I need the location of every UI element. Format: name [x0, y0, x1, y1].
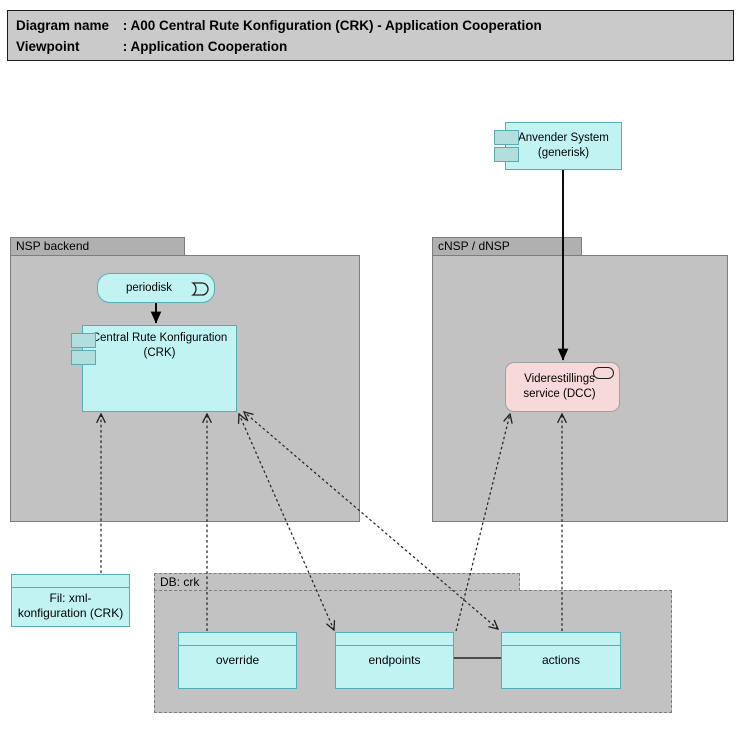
node-anvender-label: Anvender System (generisk): [518, 132, 609, 159]
connector-crk-actions[interactable]: [244, 412, 498, 629]
viewpoint-row: Viewpoint : Application Cooperation: [16, 36, 727, 57]
node-fil-xml-konfiguration[interactable]: Fil: xml- konfiguration (CRK): [11, 574, 130, 627]
connector-endpoints-to-dcc[interactable]: [455, 414, 510, 632]
node-periodisk[interactable]: periodisk: [97, 273, 215, 303]
data-object-band: [179, 633, 296, 646]
group-db-crk-label: DB: crk: [160, 575, 200, 589]
node-periodisk-label: periodisk: [125, 281, 173, 294]
node-dcc-label: Viderestillings service (DCC): [523, 373, 596, 400]
node-endpoints[interactable]: endpoints: [335, 632, 454, 689]
viewpoint-value: Application Cooperation: [130, 39, 288, 54]
diagram-name-label: Diagram name: [16, 18, 110, 33]
node-crk[interactable]: Central Rute Konfiguration (CRK): [71, 325, 237, 412]
component-icon: [494, 130, 519, 145]
group-cnsp-dnsp-tab[interactable]: cNSP / dNSP: [432, 237, 582, 256]
node-endpoints-label: endpoints: [368, 653, 421, 667]
data-object-band: [502, 633, 620, 646]
node-override[interactable]: override: [178, 632, 297, 689]
event-icon: [191, 282, 209, 296]
diagram-name-row: Diagram name : A00 Central Rute Konfigur…: [16, 15, 727, 36]
node-dcc[interactable]: Viderestillings service (DCC): [505, 362, 620, 412]
diagram-title-block: Diagram name : A00 Central Rute Konfigur…: [7, 10, 734, 61]
node-crk-label: Central Rute Konfiguration (CRK): [91, 332, 228, 359]
viewpoint-label: Viewpoint: [16, 39, 80, 54]
component-icon: [71, 333, 96, 348]
separator: :: [119, 39, 131, 54]
node-actions-label: actions: [541, 653, 581, 667]
node-override-label: override: [215, 653, 260, 667]
data-object-band: [12, 575, 129, 588]
diagram-name-value: A00 Central Rute Konfiguration (CRK) - A…: [130, 18, 542, 33]
group-cnsp-dnsp-label: cNSP / dNSP: [438, 239, 510, 253]
component-icon: [494, 147, 519, 162]
component-icon: [71, 350, 96, 365]
group-nsp-backend-label: NSP backend: [16, 239, 90, 253]
node-actions[interactable]: actions: [501, 632, 621, 689]
separator: :: [119, 18, 131, 33]
node-anvender-system[interactable]: Anvender System (generisk): [494, 122, 622, 170]
node-fil-label: Fil: xml- konfiguration (CRK): [17, 591, 124, 620]
connector-crk-endpoints[interactable]: [239, 414, 334, 630]
service-icon: [593, 367, 614, 379]
data-object-band: [336, 633, 453, 646]
